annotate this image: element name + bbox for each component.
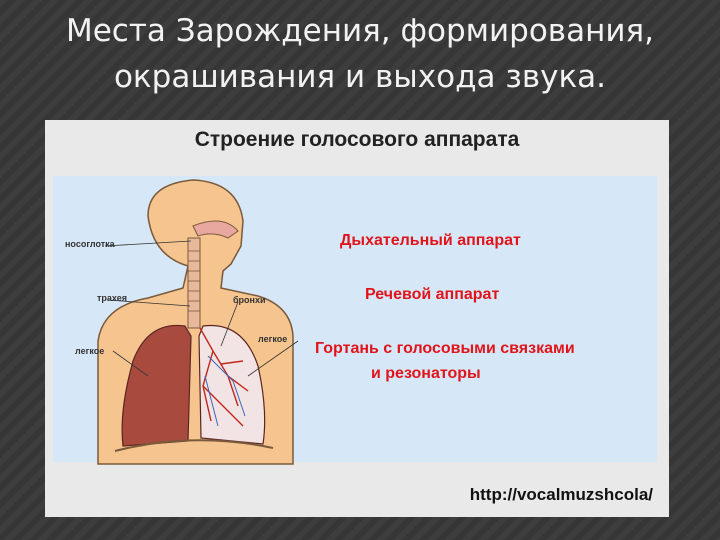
label-larynx: Гортань с голосовыми связками [315, 340, 575, 357]
diaphragm [114, 439, 274, 452]
nasal-cavity [192, 220, 239, 239]
label-trachea: трахея [97, 293, 127, 303]
vocal-apparatus-illustration [97, 179, 299, 465]
label-resonators: и резонаторы [371, 365, 481, 382]
slide-title-line-1: Места Зарождения, формирования, [65, 13, 654, 49]
label-speech-apparatus: Речевой аппарат [365, 286, 500, 303]
label-bronchi: бронхи [233, 295, 266, 305]
figure-canvas: носоглотка трахея бронхи легкое легкое Д… [53, 176, 657, 465]
trachea [187, 237, 201, 329]
label-lung-right: легкое [258, 334, 288, 344]
label-breathing-apparatus: Дыхательный аппарат [340, 232, 521, 249]
label-lung-left: легкое [75, 346, 105, 356]
figure-panel: Строение голосового аппарата [45, 120, 669, 517]
slide-title-line-2: окрашивания и выхода звука. [113, 59, 607, 95]
label-nasopharynx: носоглотка [65, 239, 115, 249]
figure-heading: Строение голосового аппарата [194, 128, 520, 151]
slide-title: Места Зарождения, формирования, окрашива… [0, 8, 720, 100]
lung-left [121, 324, 192, 447]
source-url: http://vocalmuzshcola/ [469, 485, 653, 504]
